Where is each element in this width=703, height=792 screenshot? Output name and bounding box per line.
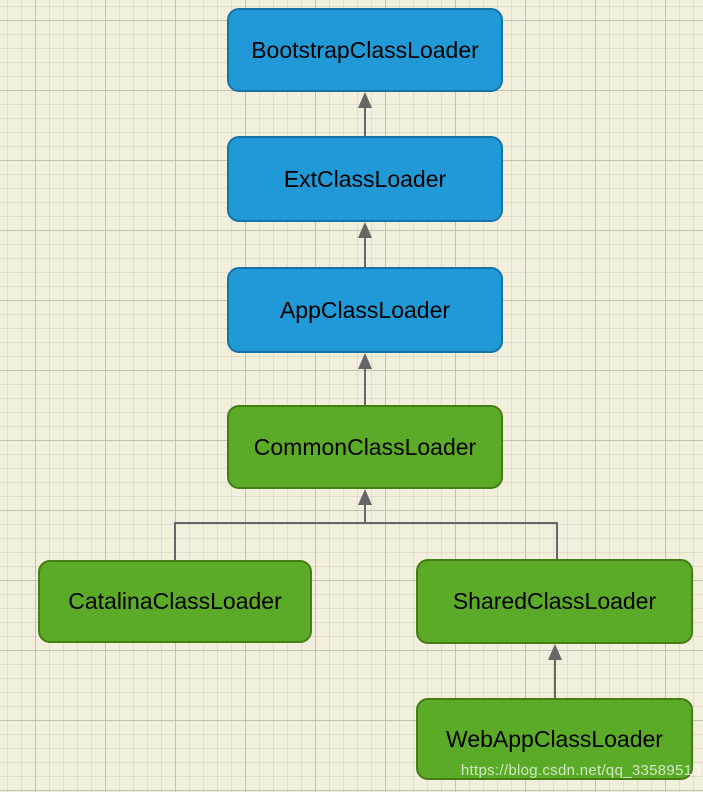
node-bootstrap-classloader: BootstrapClassLoader xyxy=(227,8,503,92)
node-common-classloader: CommonClassLoader xyxy=(227,405,503,489)
node-catalina-classloader: CatalinaClassLoader xyxy=(38,560,312,643)
arrow-up-icon xyxy=(358,489,372,505)
node-label: BootstrapClassLoader xyxy=(251,36,479,63)
arrow-up-icon xyxy=(358,222,372,238)
edge-common-to-app xyxy=(364,367,366,405)
edge-connector-stem xyxy=(364,503,366,523)
node-label: AppClassLoader xyxy=(279,296,451,323)
node-app-classloader: AppClassLoader xyxy=(227,267,503,353)
arrow-up-icon xyxy=(358,353,372,369)
edge-ext-to-bootstrap xyxy=(364,106,366,136)
edge-catalina-to-common xyxy=(174,522,176,560)
node-label: SharedClassLoader xyxy=(452,588,657,614)
edge-app-to-ext xyxy=(364,236,366,267)
arrow-up-icon xyxy=(358,92,372,108)
edge-webapp-to-shared xyxy=(554,658,556,698)
node-label: CommonClassLoader xyxy=(253,433,477,460)
edge-connector-horizontal xyxy=(174,522,558,524)
node-label: CatalinaClassLoader xyxy=(68,588,282,614)
node-ext-classloader: ExtClassLoader xyxy=(227,136,503,222)
arrow-up-icon xyxy=(548,644,562,660)
node-label: ExtClassLoader xyxy=(283,165,447,192)
node-label: WebAppClassLoader xyxy=(446,725,663,752)
watermark-url: https://blog.csdn.net/qq_33589510 xyxy=(460,762,701,779)
node-shared-classloader: SharedClassLoader xyxy=(416,559,693,644)
edge-shared-to-common xyxy=(556,522,558,559)
node-webapp-classloader: WebAppClassLoader xyxy=(416,698,693,780)
